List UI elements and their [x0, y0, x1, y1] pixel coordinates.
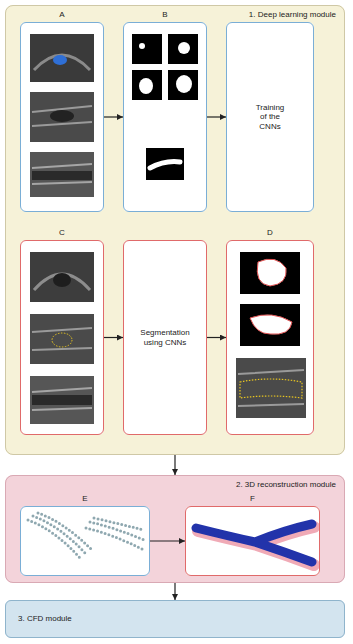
mask-blob: [139, 43, 145, 49]
panel-letter: A: [21, 10, 103, 20]
panel-letter: B: [124, 10, 206, 20]
mask-blob: [250, 315, 292, 334]
mask-blob: [176, 75, 192, 93]
panel-fill: [5, 600, 345, 638]
mask-image: [132, 34, 162, 64]
flow-arrow: [207, 116, 226, 117]
mask-image: [240, 252, 300, 294]
mask-blob: [139, 78, 153, 94]
vessel-model: [196, 524, 314, 565]
vessel-lumen: [53, 273, 71, 287]
image-panel: C: [20, 240, 104, 435]
flow-arrow: [174, 455, 175, 475]
flow-arrow: [150, 540, 185, 541]
panel-fill: [5, 475, 345, 583]
ultrasound-image: [30, 314, 94, 364]
mask-image: [240, 304, 300, 346]
mask-image: [146, 148, 184, 180]
box-fill: [226, 22, 314, 212]
contour-overlay: [52, 333, 72, 347]
ultrasound-image: [30, 376, 94, 424]
panel-letter: D: [227, 228, 313, 238]
box-fill: [20, 22, 104, 212]
tissue-echo: [34, 274, 90, 290]
ultrasound-image: [30, 252, 94, 302]
contour-overlay: [240, 379, 302, 398]
box-fill: [123, 240, 207, 435]
flow-arrow: [207, 337, 226, 338]
image-panel: B: [123, 22, 207, 212]
ultrasound-image: [30, 34, 94, 82]
vessel-lumen: [50, 110, 74, 122]
ultrasound-image: [30, 152, 94, 197]
contour-points: [33, 516, 86, 554]
mask-image: [132, 70, 162, 100]
box-fill: [20, 506, 150, 576]
panel-letter: C: [21, 228, 103, 238]
image-panel: F: [185, 506, 320, 576]
process-box: Training of the CNNs: [226, 22, 314, 212]
image-panel: E: [20, 506, 150, 576]
image-panel: A: [20, 22, 104, 212]
module-panel: ABTraining of the CNNsCSegmentation usin…: [5, 5, 345, 455]
contour-points: [38, 513, 92, 550]
contour-points: [86, 528, 144, 550]
tissue-echo: [32, 106, 92, 126]
mask-blob: [257, 259, 286, 286]
flow-arrow: [104, 337, 123, 338]
vessel-lumen: [32, 171, 92, 180]
ultrasound-image: [236, 358, 306, 418]
module-band: 3. CFD module: [5, 600, 345, 638]
contour-points: [94, 518, 144, 530]
mask-image: [168, 70, 198, 100]
process-label: Training of the CNNs: [252, 103, 288, 132]
module-title: 3. CFD module: [18, 614, 72, 624]
flow-arrow: [174, 583, 175, 600]
ultrasound-image: [30, 92, 94, 142]
vessel-lumen: [32, 395, 92, 405]
mask-image: [168, 34, 198, 64]
vessel-surface: [196, 524, 312, 562]
flow-arrow: [104, 116, 123, 117]
box-fill: [226, 240, 314, 435]
panel-letter: E: [21, 494, 149, 504]
box-fill: [20, 240, 104, 435]
module-title: 2. 3D reconstruction module: [236, 480, 336, 490]
tissue-echo: [238, 370, 304, 406]
module-panel: EF2. 3D reconstruction module: [5, 475, 345, 583]
tissue-echo: [32, 388, 92, 410]
tissue-echo: [32, 328, 92, 350]
vessel-marker: [53, 55, 67, 65]
panel-fill: [5, 5, 345, 455]
tissue-echo: [34, 55, 90, 70]
mask-blob: [178, 42, 190, 54]
image-panel: D: [226, 240, 314, 435]
box-fill: [185, 506, 320, 576]
tissue-echo: [32, 164, 92, 184]
mask-band: [150, 162, 180, 168]
process-box: Segmentation using CNNs: [123, 240, 207, 435]
process-label: Segmentation using CNNs: [138, 328, 192, 347]
box-fill: [123, 22, 207, 212]
module-title: 1. Deep learning module: [249, 10, 336, 20]
panel-letter: F: [186, 494, 319, 504]
point-cloud: [28, 513, 144, 558]
